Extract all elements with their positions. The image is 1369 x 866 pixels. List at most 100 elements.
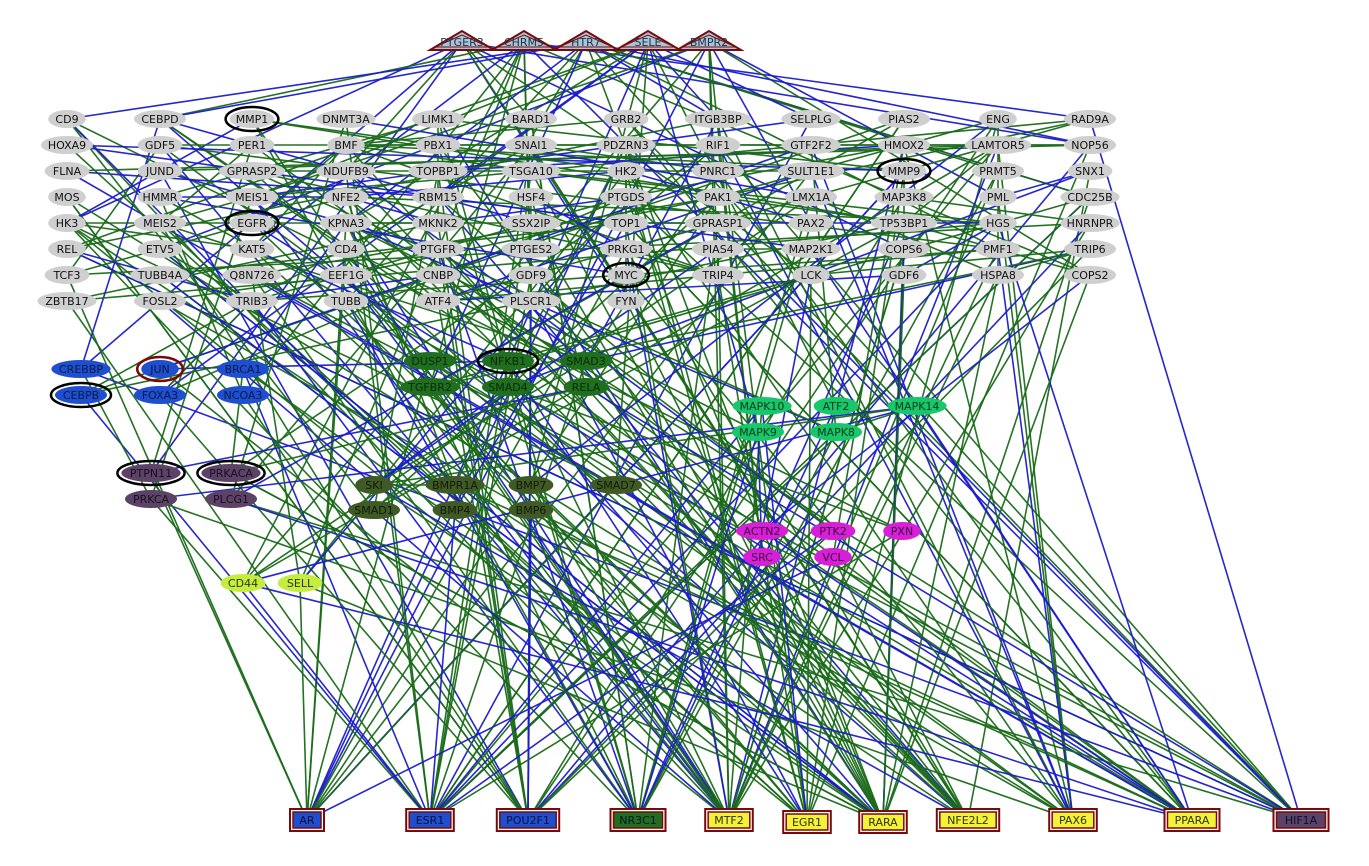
node-bmp4[interactable]: BMP4: [432, 501, 478, 519]
node-pxn[interactable]: PXN: [883, 522, 921, 540]
node-prkaca[interactable]: PRKACA: [196, 459, 266, 487]
node-mos[interactable]: MOS: [48, 188, 86, 206]
node-meis1[interactable]: MEIS1: [226, 188, 278, 206]
node-src[interactable]: SRC: [743, 548, 781, 566]
node-eef1g[interactable]: EEF1G: [320, 266, 372, 284]
node-grb2[interactable]: GRB2: [603, 110, 649, 128]
node-topbp1[interactable]: TOPBP1: [408, 162, 468, 180]
node-cnbp[interactable]: CNBP: [415, 266, 461, 284]
node-mtf2[interactable]: MTF2: [704, 808, 754, 832]
node-prkca[interactable]: PRKCA: [125, 490, 177, 508]
node-jun[interactable]: JUN: [135, 355, 185, 383]
node-nfe2l2[interactable]: NFE2L2: [935, 808, 1001, 832]
node-bmp7[interactable]: BMP7: [508, 476, 554, 494]
node-cd44[interactable]: CD44: [220, 574, 266, 592]
node-eng[interactable]: ENG: [979, 110, 1017, 128]
node-pou2f1[interactable]: POU2F1: [495, 808, 561, 832]
node-dnmt3a[interactable]: DNMT3A: [316, 110, 376, 128]
node-nr3c1[interactable]: NR3C1: [609, 808, 667, 832]
node-ptgfr[interactable]: PTGFR: [412, 240, 464, 258]
node-egfr[interactable]: EGFR: [224, 209, 280, 237]
node-pnrc1[interactable]: PNRC1: [692, 162, 744, 180]
node-hsf4[interactable]: HSF4: [508, 188, 554, 206]
node-bmpr1a[interactable]: BMPR1A: [425, 476, 485, 494]
node-top1[interactable]: TOP1: [603, 214, 649, 232]
node-snx1[interactable]: SNX1: [1067, 162, 1113, 180]
node-hk3[interactable]: HK3: [48, 214, 86, 232]
node-tsga10[interactable]: TSGA10: [501, 162, 561, 180]
node-gdf6[interactable]: GDF6: [881, 266, 927, 284]
node-ssx2ip[interactable]: SSX2IP: [501, 214, 561, 232]
node-hgs[interactable]: HGS: [979, 214, 1017, 232]
node-map3k8[interactable]: MAP3K8: [874, 188, 934, 206]
node-egr1[interactable]: EGR1: [782, 810, 832, 834]
node-mapk9[interactable]: MAPK9: [732, 423, 784, 441]
node-ptgds[interactable]: PTGDS: [600, 188, 652, 206]
node-hmox2[interactable]: HMOX2: [878, 136, 930, 154]
node-bmp6[interactable]: BMP6: [508, 501, 554, 519]
node-pmf1[interactable]: PMF1: [975, 240, 1021, 258]
node-foxa3[interactable]: FOXA3: [134, 386, 186, 404]
node-plscr1[interactable]: PLSCR1: [501, 292, 561, 310]
node-hk2[interactable]: HK2: [607, 162, 645, 180]
node-flna[interactable]: FLNA: [44, 162, 90, 180]
node-cebpd[interactable]: CEBPD: [134, 110, 186, 128]
node-tcf3[interactable]: TCF3: [44, 266, 90, 284]
node-gprasp2[interactable]: GPRASP2: [218, 162, 286, 180]
node-meis2[interactable]: MEIS2: [134, 214, 186, 232]
node-fosl2[interactable]: FOSL2: [134, 292, 186, 310]
node-trip4[interactable]: TRIP4: [692, 266, 744, 284]
node-ncoa3[interactable]: NCOA3: [217, 386, 269, 404]
node-ptges2[interactable]: PTGES2: [501, 240, 561, 258]
node-rara[interactable]: RARA: [858, 810, 908, 834]
node-ski[interactable]: SKI: [355, 476, 393, 494]
node-ppara[interactable]: PPARA: [1163, 808, 1221, 832]
node-brca1[interactable]: BRCA1: [217, 360, 269, 378]
node-trib3[interactable]: TRIB3: [226, 292, 278, 310]
node-gdf9[interactable]: GDF9: [508, 266, 554, 284]
node-tubb4a[interactable]: TUBB4A: [130, 266, 190, 284]
node-trip6[interactable]: TRIP6: [1064, 240, 1116, 258]
node-gprasp1[interactable]: GPRASP1: [684, 214, 752, 232]
node-gdf5[interactable]: GDF5: [137, 136, 183, 154]
node-ptger3[interactable]: PTGER3: [426, 29, 498, 51]
node-smad1[interactable]: SMAD1: [348, 501, 400, 519]
node-pbx1[interactable]: PBX1: [415, 136, 461, 154]
node-snai1[interactable]: SNAI1: [505, 136, 557, 154]
node-sell[interactable]: SELL: [277, 574, 323, 592]
node-q8n726[interactable]: Q8N726: [222, 266, 282, 284]
node-rel[interactable]: REL: [48, 240, 86, 258]
node-rif1[interactable]: RIF1: [695, 136, 741, 154]
node-zbtb17[interactable]: ZBTB17: [37, 292, 97, 310]
node-kpna3[interactable]: KPNA3: [320, 214, 372, 232]
node-nfkb1[interactable]: NFKB1: [476, 347, 540, 375]
node-atf4[interactable]: ATF4: [415, 292, 461, 310]
node-ptpn11[interactable]: PTPN11: [116, 459, 186, 487]
node-cebpb[interactable]: CEBPB: [49, 381, 113, 409]
node-ptk2[interactable]: PTK2: [810, 522, 856, 540]
node-hoxa9[interactable]: HOXA9: [41, 136, 93, 154]
node-smad3[interactable]: SMAD3: [560, 352, 612, 370]
node-cdc25b[interactable]: CDC25B: [1060, 188, 1120, 206]
node-atf2[interactable]: ATF2: [813, 397, 859, 415]
node-selplg[interactable]: SELPLG: [781, 110, 841, 128]
node-bard1[interactable]: BARD1: [505, 110, 557, 128]
node-sele[interactable]: SELE: [612, 29, 684, 51]
node-crebbp[interactable]: CREBBP: [51, 360, 111, 378]
node-mapk8[interactable]: MAPK8: [810, 423, 862, 441]
node-itgb3bp[interactable]: ITGB3BP: [684, 110, 752, 128]
node-hif1a[interactable]: HIF1A: [1272, 808, 1330, 832]
node-ndufb9[interactable]: NDUFB9: [316, 162, 376, 180]
node-prkg1[interactable]: PRKG1: [600, 240, 652, 258]
node-limk1[interactable]: LIMK1: [412, 110, 464, 128]
node-rad9a[interactable]: RAD9A: [1064, 110, 1116, 128]
node-mmp1[interactable]: MMP1: [224, 105, 280, 133]
node-dusp1[interactable]: DUSP1: [404, 352, 456, 370]
node-sult1e1[interactable]: SULT1E1: [777, 162, 845, 180]
node-hspa8[interactable]: HSPA8: [972, 266, 1024, 284]
node-pax6[interactable]: PAX6: [1048, 808, 1098, 832]
node-mmp9[interactable]: MMP9: [876, 157, 932, 185]
node-vcl[interactable]: VCL: [814, 548, 852, 566]
node-rbm15[interactable]: RBM15: [412, 188, 464, 206]
node-mapk10[interactable]: MAPK10: [732, 397, 792, 415]
